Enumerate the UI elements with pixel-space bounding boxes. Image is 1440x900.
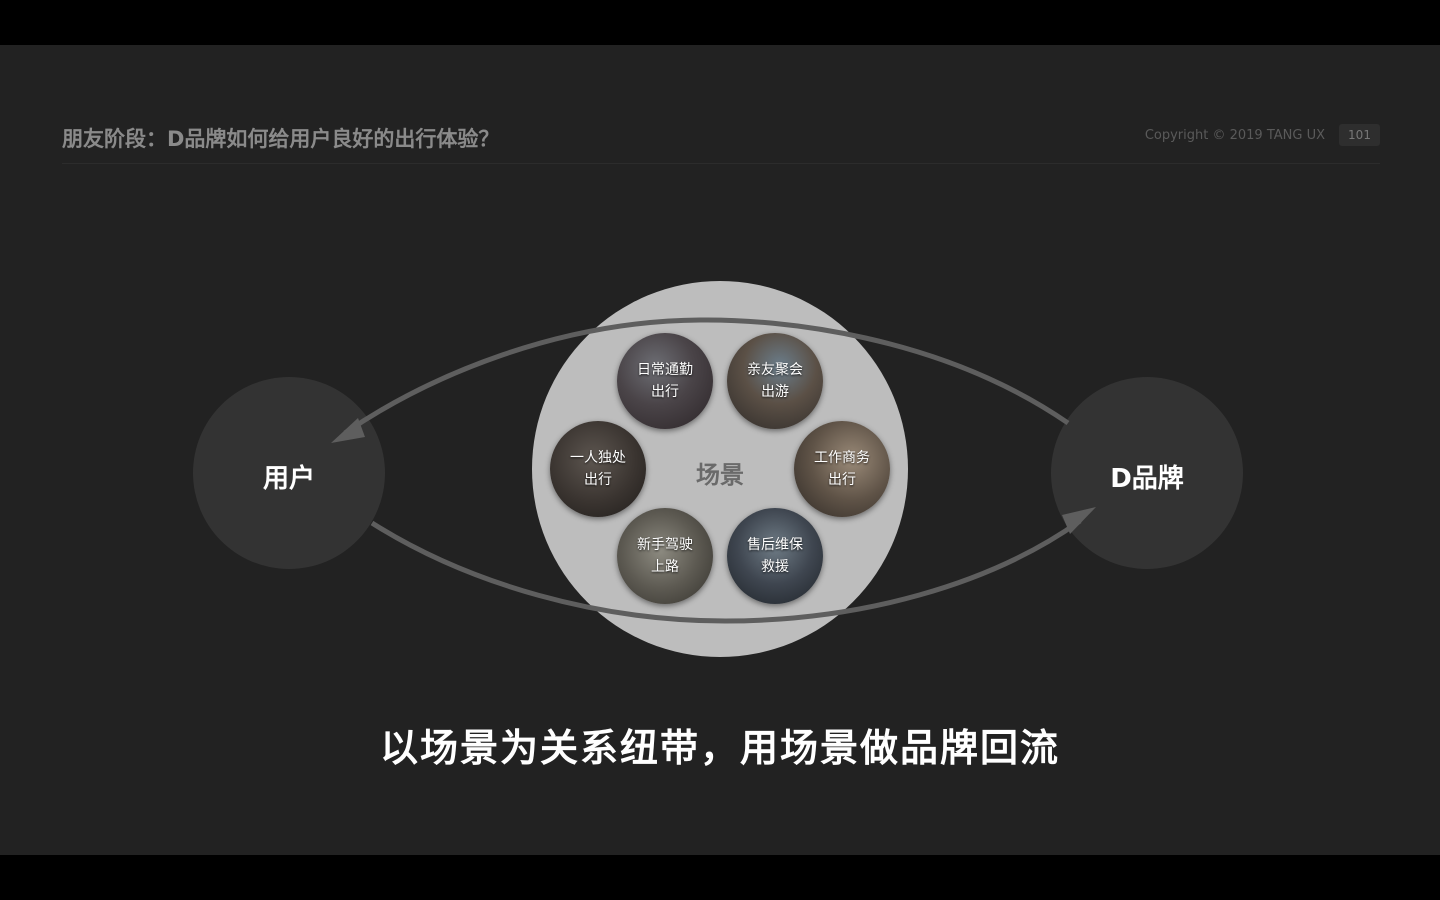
user-node-label: 用户 xyxy=(262,464,315,494)
scene-line-1: 工作商务 xyxy=(814,450,870,466)
arrow-head-to-brand xyxy=(1062,507,1096,534)
arrow-user-to-brand xyxy=(370,518,1082,624)
tagline: 以场景为关系纽带，用场景做品牌回流 xyxy=(379,726,1060,770)
copyright-text: Copyright © 2019 TANG UX xyxy=(1144,128,1325,143)
page-number-badge: 101 xyxy=(1339,124,1380,146)
brand-node-label: D品牌 xyxy=(1110,464,1184,494)
scene-business-trip: 工作商务 出行 xyxy=(794,421,890,517)
scene-daily-commute: 日常通勤 出行 xyxy=(617,333,713,429)
scene-solo-trip: 一人独处 出行 xyxy=(550,421,646,517)
scene-line-2: 出行 xyxy=(584,472,612,488)
scene-line-1: 亲友聚会 xyxy=(747,362,803,378)
scene-after-sales-rescue: 售后维保 救援 xyxy=(727,508,823,604)
scene-line-1: 日常通勤 xyxy=(637,362,693,378)
arrow-head-to-user xyxy=(331,418,365,443)
scene-line-2: 出行 xyxy=(651,384,679,400)
scene-line-2: 救援 xyxy=(761,559,789,575)
scene-new-driver: 新手驾驶 上路 xyxy=(617,508,713,604)
scene-line-1: 新手驾驶 xyxy=(637,537,693,553)
user-node-circle xyxy=(193,377,385,569)
slide: 朋友阶段：D品牌如何给用户良好的出行体验？ Copyright © 2019 T… xyxy=(0,45,1440,855)
scene-line-2: 出游 xyxy=(761,384,789,400)
brand-node-circle xyxy=(1051,377,1243,569)
scene-friends-gathering: 亲友聚会 出游 xyxy=(727,333,823,429)
arrow-brand-to-user xyxy=(343,317,1070,436)
scene-line-2: 出行 xyxy=(828,472,856,488)
scene-line-2: 上路 xyxy=(651,559,679,575)
scene-line-1: 一人独处 xyxy=(570,450,626,466)
scene-hub-label: 场景 xyxy=(696,461,744,489)
scene-line-1: 售后维保 xyxy=(747,537,803,553)
header: 朋友阶段：D品牌如何给用户良好的出行体验？ Copyright © 2019 T… xyxy=(62,123,1380,164)
page-title: 朋友阶段：D品牌如何给用户良好的出行体验？ xyxy=(62,127,500,151)
